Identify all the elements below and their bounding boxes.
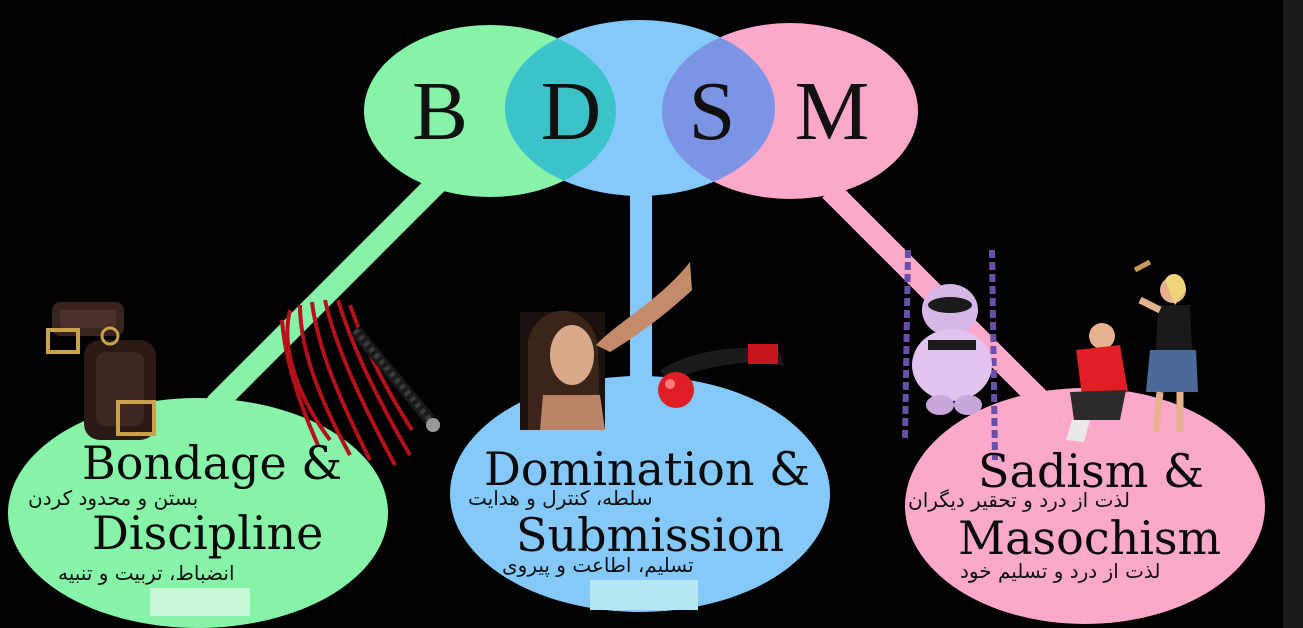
red-flogger-icon — [280, 299, 440, 466]
hanging-bear-chains-icon — [902, 249, 998, 461]
bondage-persian-2: انضباط، تربیت و تنبیه — [58, 561, 235, 585]
woman-hand-chin-photo — [520, 262, 692, 430]
couple-rolling-pin-photo — [1066, 259, 1198, 442]
sadism-persian-2: لذت از درد و تسلیم خود — [960, 559, 1161, 583]
bondage-title-line2: Discipline — [92, 506, 324, 560]
right-edge-strip — [1283, 0, 1303, 628]
node-bondage-bg — [8, 398, 388, 628]
sadism-title-line1: Sadism & — [978, 444, 1204, 498]
domination-title-line2: Submission — [516, 508, 785, 562]
overlap-bd — [505, 25, 616, 196]
letter-d: D — [540, 65, 602, 158]
connector-bondage — [207, 172, 448, 413]
domination-persian-2: تسلیم، اطاعت و پیروی — [502, 553, 694, 577]
sadism-title-line2: Masochism — [958, 511, 1222, 565]
domination-title-line1: Domination & — [484, 442, 811, 496]
label-swatch-domination — [590, 580, 698, 610]
overlap-sm — [662, 23, 775, 196]
letter-s: S — [688, 65, 736, 158]
node-domination-bg — [450, 376, 830, 612]
label-swatch-bondage — [150, 588, 250, 616]
domination-persian-1: سلطه، کنترل و هدایت — [468, 486, 653, 510]
sadism-persian-1: لذت از درد و تحقیر دیگران — [908, 488, 1131, 512]
leather-cuffs-icon — [46, 302, 156, 440]
letter-b: B — [411, 65, 469, 158]
ball-gag-icon — [658, 344, 784, 408]
letter-m: M — [794, 65, 870, 158]
bondage-title-line1: Bondage & — [82, 436, 343, 490]
bondage-persian-1: بستن و محدود کردن — [28, 486, 199, 510]
